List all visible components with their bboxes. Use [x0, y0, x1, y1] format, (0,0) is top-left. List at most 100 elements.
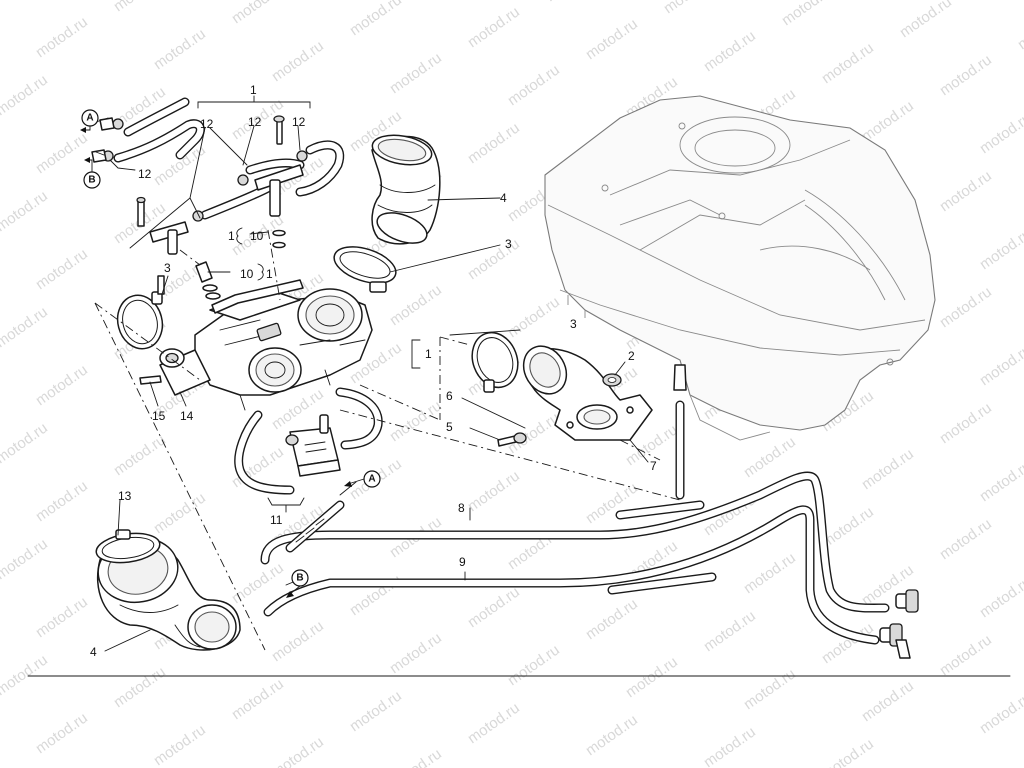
watermark: motod.ru — [937, 515, 995, 563]
callout-8: 8 — [458, 501, 465, 515]
map-sensor — [285, 414, 341, 477]
callout-7: 7 — [650, 459, 657, 473]
watermark: motod.ru — [583, 15, 641, 63]
watermark: motod.ru — [977, 457, 1024, 505]
callout-12-mid: 12 — [248, 115, 262, 129]
watermark: motod.ru — [111, 431, 169, 479]
watermark: motod.ru — [505, 641, 563, 689]
watermark: motod.ru — [465, 583, 523, 631]
clamp-3-left — [116, 275, 165, 350]
watermark: motod.ru — [33, 129, 91, 177]
watermark: motod.ru — [465, 3, 523, 51]
connector-markers: A B A B — [80, 109, 381, 598]
watermark: motod.ru — [583, 595, 641, 643]
watermark: motod.ru — [937, 51, 995, 99]
connector-b-top: B — [83, 157, 101, 189]
callout-11: 11 — [270, 513, 283, 527]
watermark: motod.ru — [661, 0, 719, 17]
watermark: motod.ru — [0, 651, 51, 699]
intake-manifold-7 — [522, 345, 653, 441]
throttle-lever-14 — [139, 348, 211, 396]
hose-9 — [263, 505, 880, 645]
watermark: motod.ru — [33, 245, 91, 293]
watermark: motod.ru — [0, 419, 51, 467]
callout-3-right: 3 — [570, 317, 577, 331]
clamp-3-upper — [333, 246, 397, 293]
fuel-rail — [211, 279, 304, 314]
watermark: motod.ru — [779, 0, 837, 29]
callout-9: 9 — [459, 555, 466, 569]
watermark: motod.ru — [151, 25, 209, 73]
screw-5-washer-6 — [497, 432, 527, 447]
watermark: motod.ru — [151, 721, 209, 768]
watermark: motod.ru — [465, 235, 523, 283]
clamp-13 — [95, 529, 161, 564]
watermark: motod.ru — [937, 167, 995, 215]
watermark: motod.ru — [701, 607, 759, 655]
hose-8 — [260, 471, 890, 613]
watermark: motod.ru — [583, 711, 641, 759]
watermark: motod.ru — [505, 409, 563, 457]
hoses-12-top — [91, 97, 345, 222]
watermark: motod.ru — [387, 745, 445, 768]
callout-13: 13 — [118, 489, 132, 503]
throttle-body-assembly — [194, 288, 373, 411]
callout-12-lower: 12 — [138, 167, 152, 181]
watermark: motod.ru — [859, 677, 917, 725]
callout-10-upper: 10 — [250, 229, 264, 243]
watermark: motod.ru — [937, 399, 995, 447]
connector-a-hose: A — [344, 470, 381, 488]
airbox-tank — [544, 95, 936, 441]
watermark: motod.ru — [465, 699, 523, 747]
callout-1-bracket-upper: 1 — [228, 229, 235, 243]
watermark: motod.ru — [859, 97, 917, 145]
callout-15: 15 — [152, 409, 166, 423]
watermark: motod.ru — [465, 467, 523, 515]
watermark: motod.ru — [701, 27, 759, 75]
watermark: motod.ru — [897, 0, 955, 41]
callout-5: 5 — [446, 420, 453, 434]
watermark: motod.ru — [111, 0, 169, 15]
watermark: motod.ru — [977, 109, 1024, 157]
watermark: motod.ru — [937, 283, 995, 331]
callout-6: 6 — [446, 389, 453, 403]
hose-stub-a — [285, 500, 345, 553]
watermark: motod.ru — [229, 675, 287, 723]
watermark: motod.ru — [977, 689, 1024, 737]
watermark: motod.ru — [269, 617, 327, 665]
connector-b-hose-label: B — [296, 573, 303, 584]
watermark: motod.ru — [387, 397, 445, 445]
watermark: motod.ru — [623, 653, 681, 701]
watermark: motod.ru — [977, 225, 1024, 273]
watermark: motod.ru — [819, 735, 877, 768]
watermark: motod.ru — [1015, 5, 1024, 53]
watermark: motod.ru — [0, 0, 51, 3]
watermark: motod.ru — [505, 61, 563, 109]
watermark: motod.ru — [151, 141, 209, 189]
callout-1-bracket-lower: 1 — [266, 267, 273, 281]
grommet-2 — [602, 373, 622, 387]
watermark: motod.ru — [741, 549, 799, 597]
watermark: motod.ru — [977, 341, 1024, 389]
intake-manifold-4-upper — [371, 134, 441, 245]
watermark: motod.ru — [977, 573, 1024, 621]
callout-12-left: 12 — [200, 117, 214, 131]
brace-marks — [236, 227, 264, 281]
watermark: motod.ru — [937, 631, 995, 679]
hose-end-fittings — [879, 589, 919, 659]
watermark: motod.ru — [387, 281, 445, 329]
watermark: motod.ru — [347, 687, 405, 735]
connector-a-top-label: A — [86, 113, 93, 124]
callout-4-upper: 4 — [500, 191, 507, 205]
callout-3-left: 3 — [164, 261, 171, 275]
watermark: motod.ru — [0, 71, 51, 119]
watermark: motod.ru — [387, 49, 445, 97]
connector-b-top-label: B — [88, 175, 95, 186]
callout-3-upper: 3 — [505, 237, 512, 251]
callout-2: 2 — [628, 349, 635, 363]
watermark: motod.ru — [111, 663, 169, 711]
watermark: motod.ru — [741, 433, 799, 481]
watermark: motod.ru — [151, 489, 209, 537]
connector-a-top: A — [80, 109, 99, 133]
watermark: motod.ru — [741, 665, 799, 713]
